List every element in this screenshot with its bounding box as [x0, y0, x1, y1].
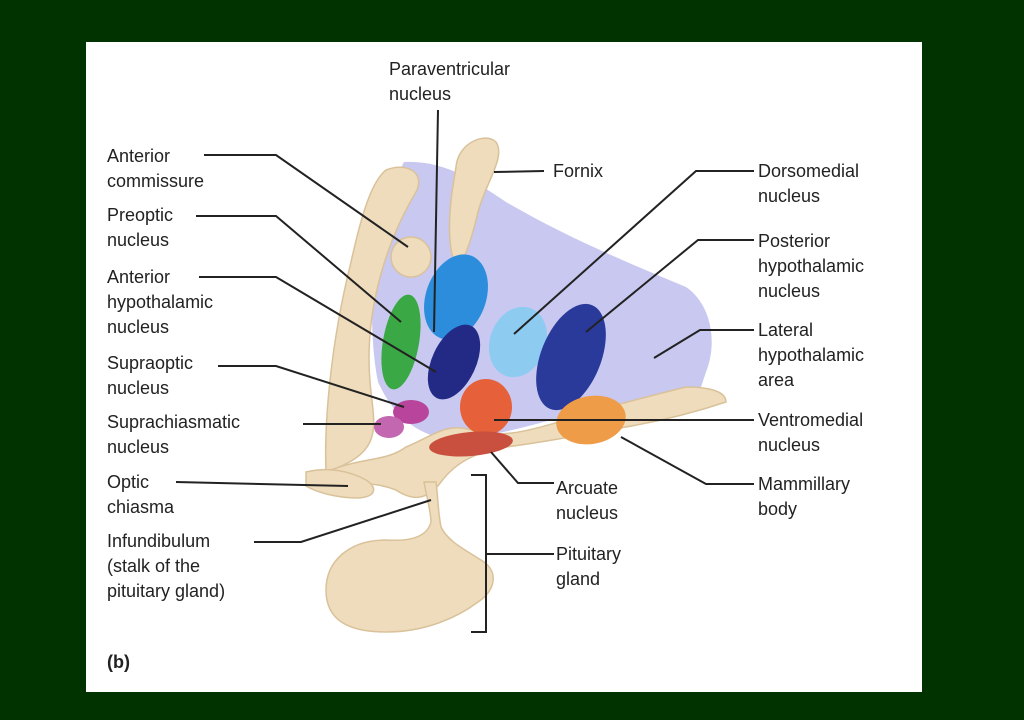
anterior-hypothalamic-nucleus-shape	[427, 324, 481, 400]
label-anterior-hypothalamic-nucleus: Anterior hypothalamic nucleus	[107, 267, 214, 337]
leader-anterior-hypothalamic	[199, 276, 437, 373]
label-fornix: Fornix	[553, 161, 604, 181]
leader-arcuate	[490, 451, 554, 484]
optic-chiasma-shape	[305, 468, 375, 499]
label-lateral-hypothalamic-area: Lateral hypothalamic area	[758, 320, 865, 390]
preoptic-nucleus-shape	[381, 294, 421, 390]
label-pituitary-gland: Pituitary gland	[556, 544, 622, 589]
leader-supraoptic	[218, 365, 405, 408]
label-dorsomedial-nucleus: Dorsomedial nucleus	[758, 161, 860, 206]
paraventricular-nucleus-shape	[424, 254, 488, 340]
diagram-panel: Paraventricular nucleus Anterior commiss…	[86, 42, 922, 692]
tissue-left	[324, 166, 420, 474]
label-preoptic-nucleus: Preoptic nucleus	[107, 205, 174, 250]
label-arcuate-nucleus: Arcuate nucleus	[556, 478, 619, 523]
label-infundibulum: Infundibulum (stalk of the pituitary gla…	[107, 531, 226, 601]
leader-mammillary	[620, 436, 754, 485]
leader-dorsomedial	[513, 170, 754, 335]
label-optic-chiasma: Optic chiasma	[107, 472, 175, 517]
pituitary-bracket	[471, 474, 487, 633]
leader-lateral	[653, 329, 754, 359]
leader-posterior	[585, 239, 754, 333]
leader-paraventricular	[433, 109, 439, 333]
ventromedial-nucleus-shape	[460, 379, 512, 435]
leader-preoptic	[196, 215, 402, 323]
suprachiasmatic-nucleus-shape	[374, 416, 404, 438]
label-supraoptic-nucleus: Supraoptic nucleus	[107, 353, 194, 398]
label-mammillary-body: Mammillary body	[758, 474, 850, 519]
leader-optic-chiasma	[175, 481, 349, 487]
leader-infundibulum	[254, 499, 432, 543]
panel-letter: (b)	[107, 652, 130, 672]
anterior-commissure-shape	[390, 236, 432, 278]
dorsomedial-nucleus-shape	[488, 306, 548, 378]
label-suprachiasmatic-nucleus: Suprachiasmatic nucleus	[107, 412, 241, 457]
label-paraventricular-nucleus: Paraventricular nucleus	[389, 59, 511, 104]
leader-lines	[175, 109, 754, 555]
arcuate-nucleus-shape	[429, 431, 513, 457]
label-posterior-hypothalamic-nucleus: Posterior hypothalamic nucleus	[758, 231, 865, 301]
infundibulum-and-pituitary-shape	[325, 481, 494, 633]
label-anterior-commissure: Anterior commissure	[107, 146, 205, 191]
leader-fornix	[493, 170, 545, 173]
leader-anterior-commissure	[204, 154, 409, 248]
fornix-shape	[448, 137, 500, 269]
label-ventromedial-nucleus: Ventromedial nucleus	[758, 410, 864, 455]
hypothalamus-illustration	[175, 109, 754, 633]
